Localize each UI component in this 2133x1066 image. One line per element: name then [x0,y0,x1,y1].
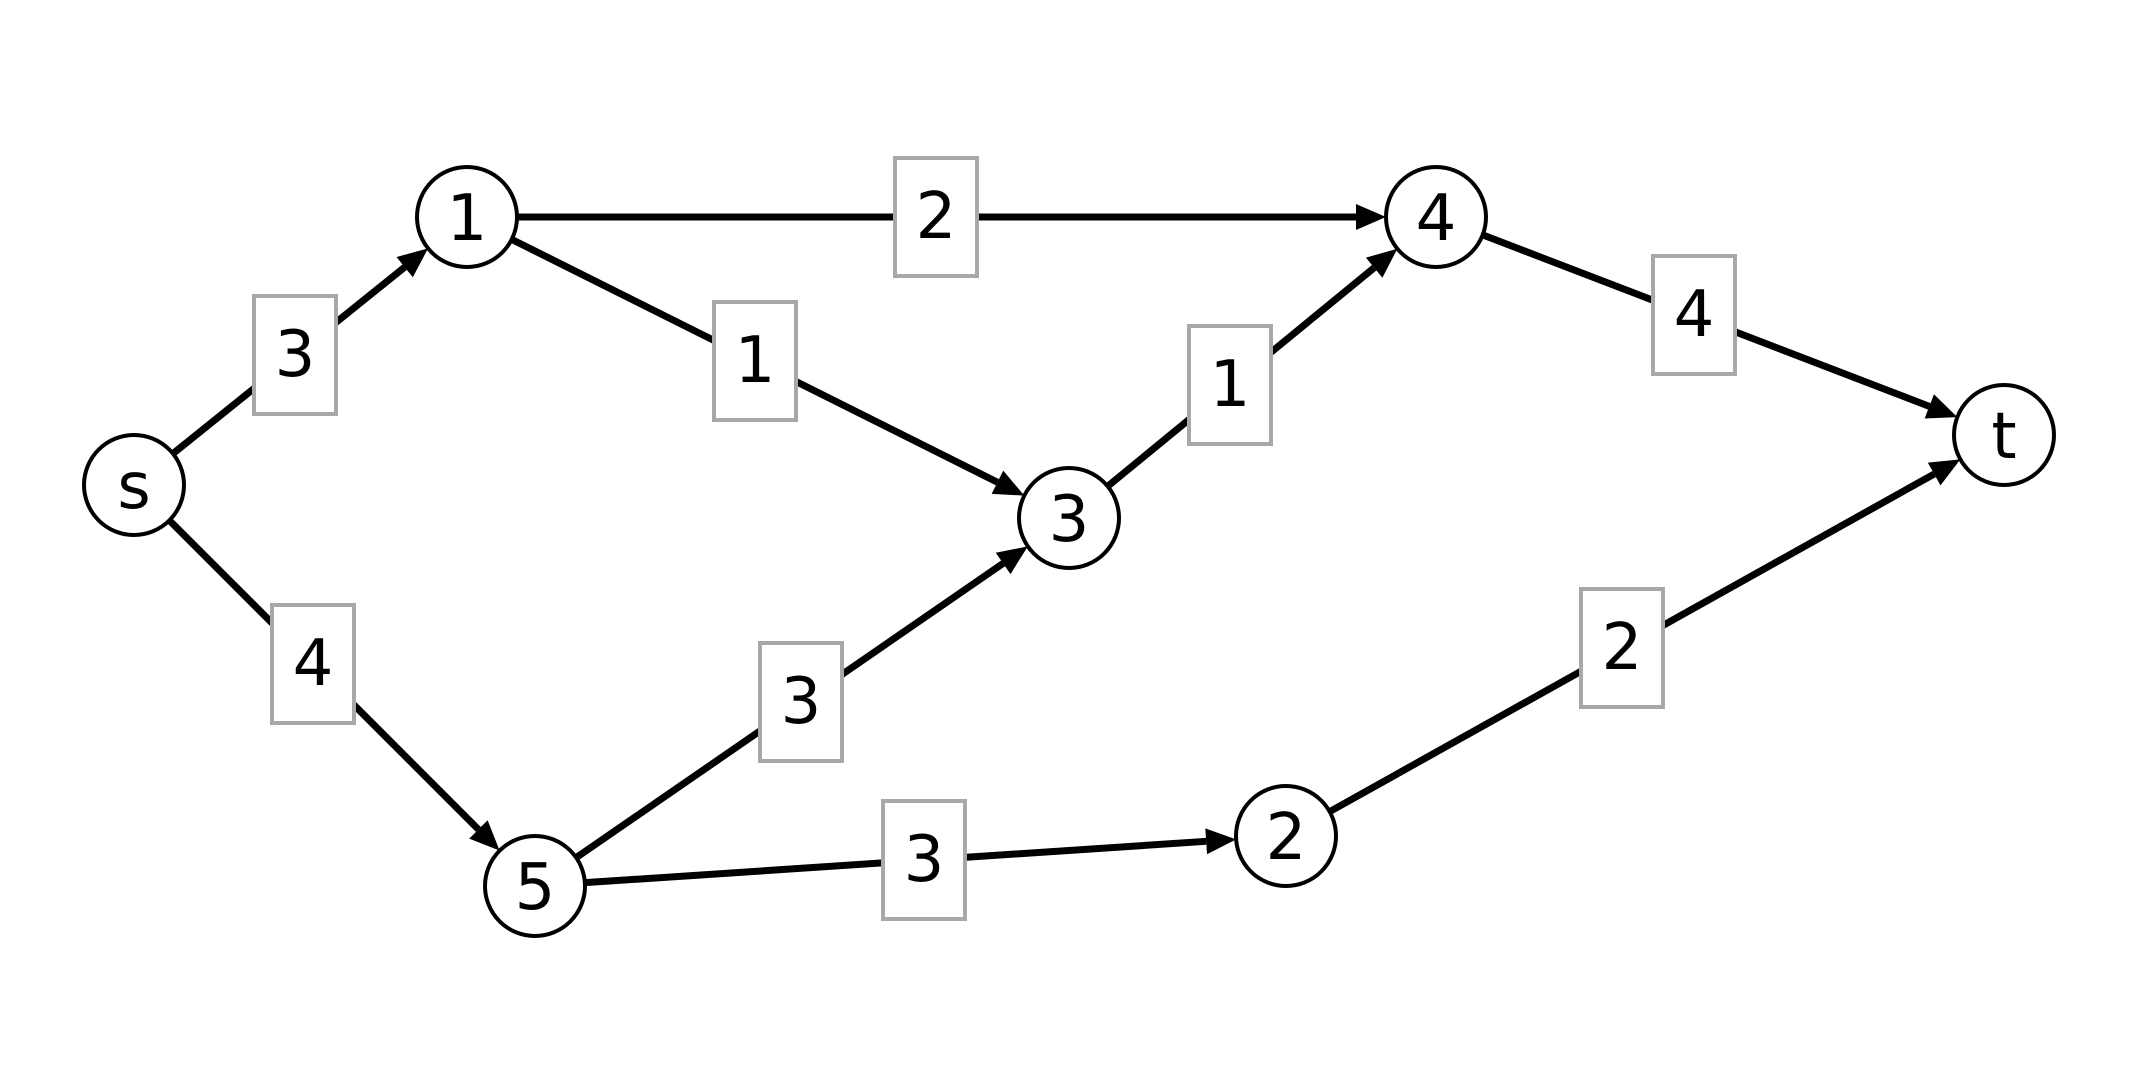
arrowhead-icon [1365,248,1398,278]
arrowhead-icon [1356,204,1386,230]
weight-label: 3 [781,665,822,739]
weight-label: 2 [1602,611,1643,685]
arrowhead-icon [396,248,429,278]
node-label: t [1991,400,2016,474]
weight-n1-n3: 1 [712,300,798,422]
weight-box [1651,254,1737,376]
weight-s-n5: 4 [270,603,356,725]
weight-label: 3 [904,823,945,897]
weight-box [893,156,979,278]
node-label: 3 [1049,483,1090,557]
weight-label: 2 [916,180,957,254]
weight-label: 3 [275,318,316,392]
node-3: 3 [1017,466,1121,570]
weight-label: 4 [293,627,334,701]
node-s: s [82,433,186,537]
arrowhead-icon [995,546,1028,575]
arrowhead-icon [1205,828,1237,855]
weight-box [1187,324,1273,446]
arrowhead-icon [991,470,1025,496]
node-2: 2 [1234,784,1338,888]
node-label: 4 [1416,182,1457,256]
nodes-layer: s 1 3 4 5 2 t [82,165,2056,938]
weight-n5-n2: 3 [881,799,967,921]
weight-box [1579,587,1665,709]
node-label: s [117,450,150,524]
weight-n1-n4: 2 [893,156,979,278]
weight-n3-n4: 1 [1187,324,1273,446]
weight-s-n1: 3 [252,294,338,416]
weight-label: 4 [1674,278,1715,352]
weight-n2-t: 2 [1579,587,1665,709]
node-5: 5 [483,834,587,938]
node-circle [483,834,587,938]
weight-box [252,294,338,416]
weight-box [881,799,967,921]
node-circle [1952,383,2056,487]
node-circle [415,165,519,269]
node-1: 1 [415,165,519,269]
weight-n4-t: 4 [1651,254,1737,376]
weight-n5-n3: 3 [758,641,844,763]
arrowhead-icon [1927,459,1961,486]
weight-box [712,300,798,422]
node-circle [82,433,186,537]
weights-layer: 3 4 2 1 1 3 3 4 2 [252,156,1737,921]
weight-box [758,641,844,763]
node-4: 4 [1384,165,1488,269]
node-label: 5 [515,851,556,925]
weight-box [270,603,356,725]
node-circle [1234,784,1338,888]
arrowhead-icon [469,820,500,851]
node-circle [1017,466,1121,570]
node-t: t [1952,383,2056,487]
arrowhead-icon [1924,394,1958,419]
node-circle [1384,165,1488,269]
node-label: 2 [1266,801,1307,875]
weight-label: 1 [1210,348,1251,422]
weight-label: 1 [735,324,776,398]
node-label: 1 [447,182,488,256]
